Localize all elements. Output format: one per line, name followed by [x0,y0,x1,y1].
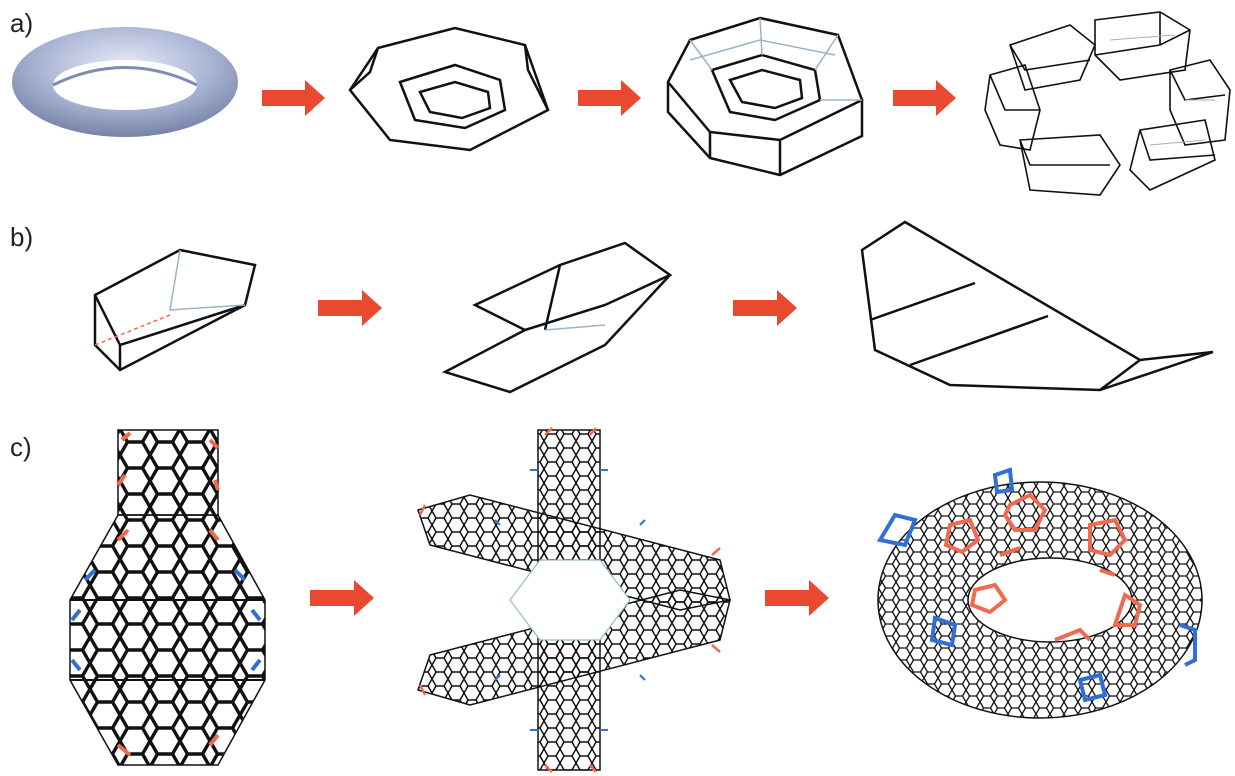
arrow-a3 [893,80,956,116]
arrow-right-icon [733,290,797,326]
arrow-right-icon [578,80,641,116]
panel-b [93,220,1214,394]
arrow-b2 [733,290,797,326]
panel-a [12,11,1231,196]
panel-c [69,427,1203,773]
arrow-a1 [262,80,325,116]
hexagonal-prism-frame [666,16,864,177]
graphene-net [69,429,266,766]
arrow-right-icon [318,290,382,326]
panel-label-b: b) [10,222,34,252]
prism-segment [93,248,257,372]
arrow-right-icon [262,80,325,116]
arrow-right-icon [893,80,956,116]
arrow-right-icon [310,580,374,616]
separated-prism-segments [984,11,1231,196]
star-net [417,427,731,773]
panel-label-c: c) [10,432,32,462]
nanotorus [876,467,1203,719]
opened-prism [441,241,673,394]
arrow-b1 [318,290,382,326]
arrow-right-icon [765,580,829,616]
unfolded-net [860,220,1214,392]
torus-image [12,27,238,137]
arrow-c1 [310,580,374,616]
arrow-a2 [578,80,641,116]
panel-label-a: a) [10,8,34,38]
hexagonal-slab [348,26,550,152]
arrow-c2 [765,580,829,616]
